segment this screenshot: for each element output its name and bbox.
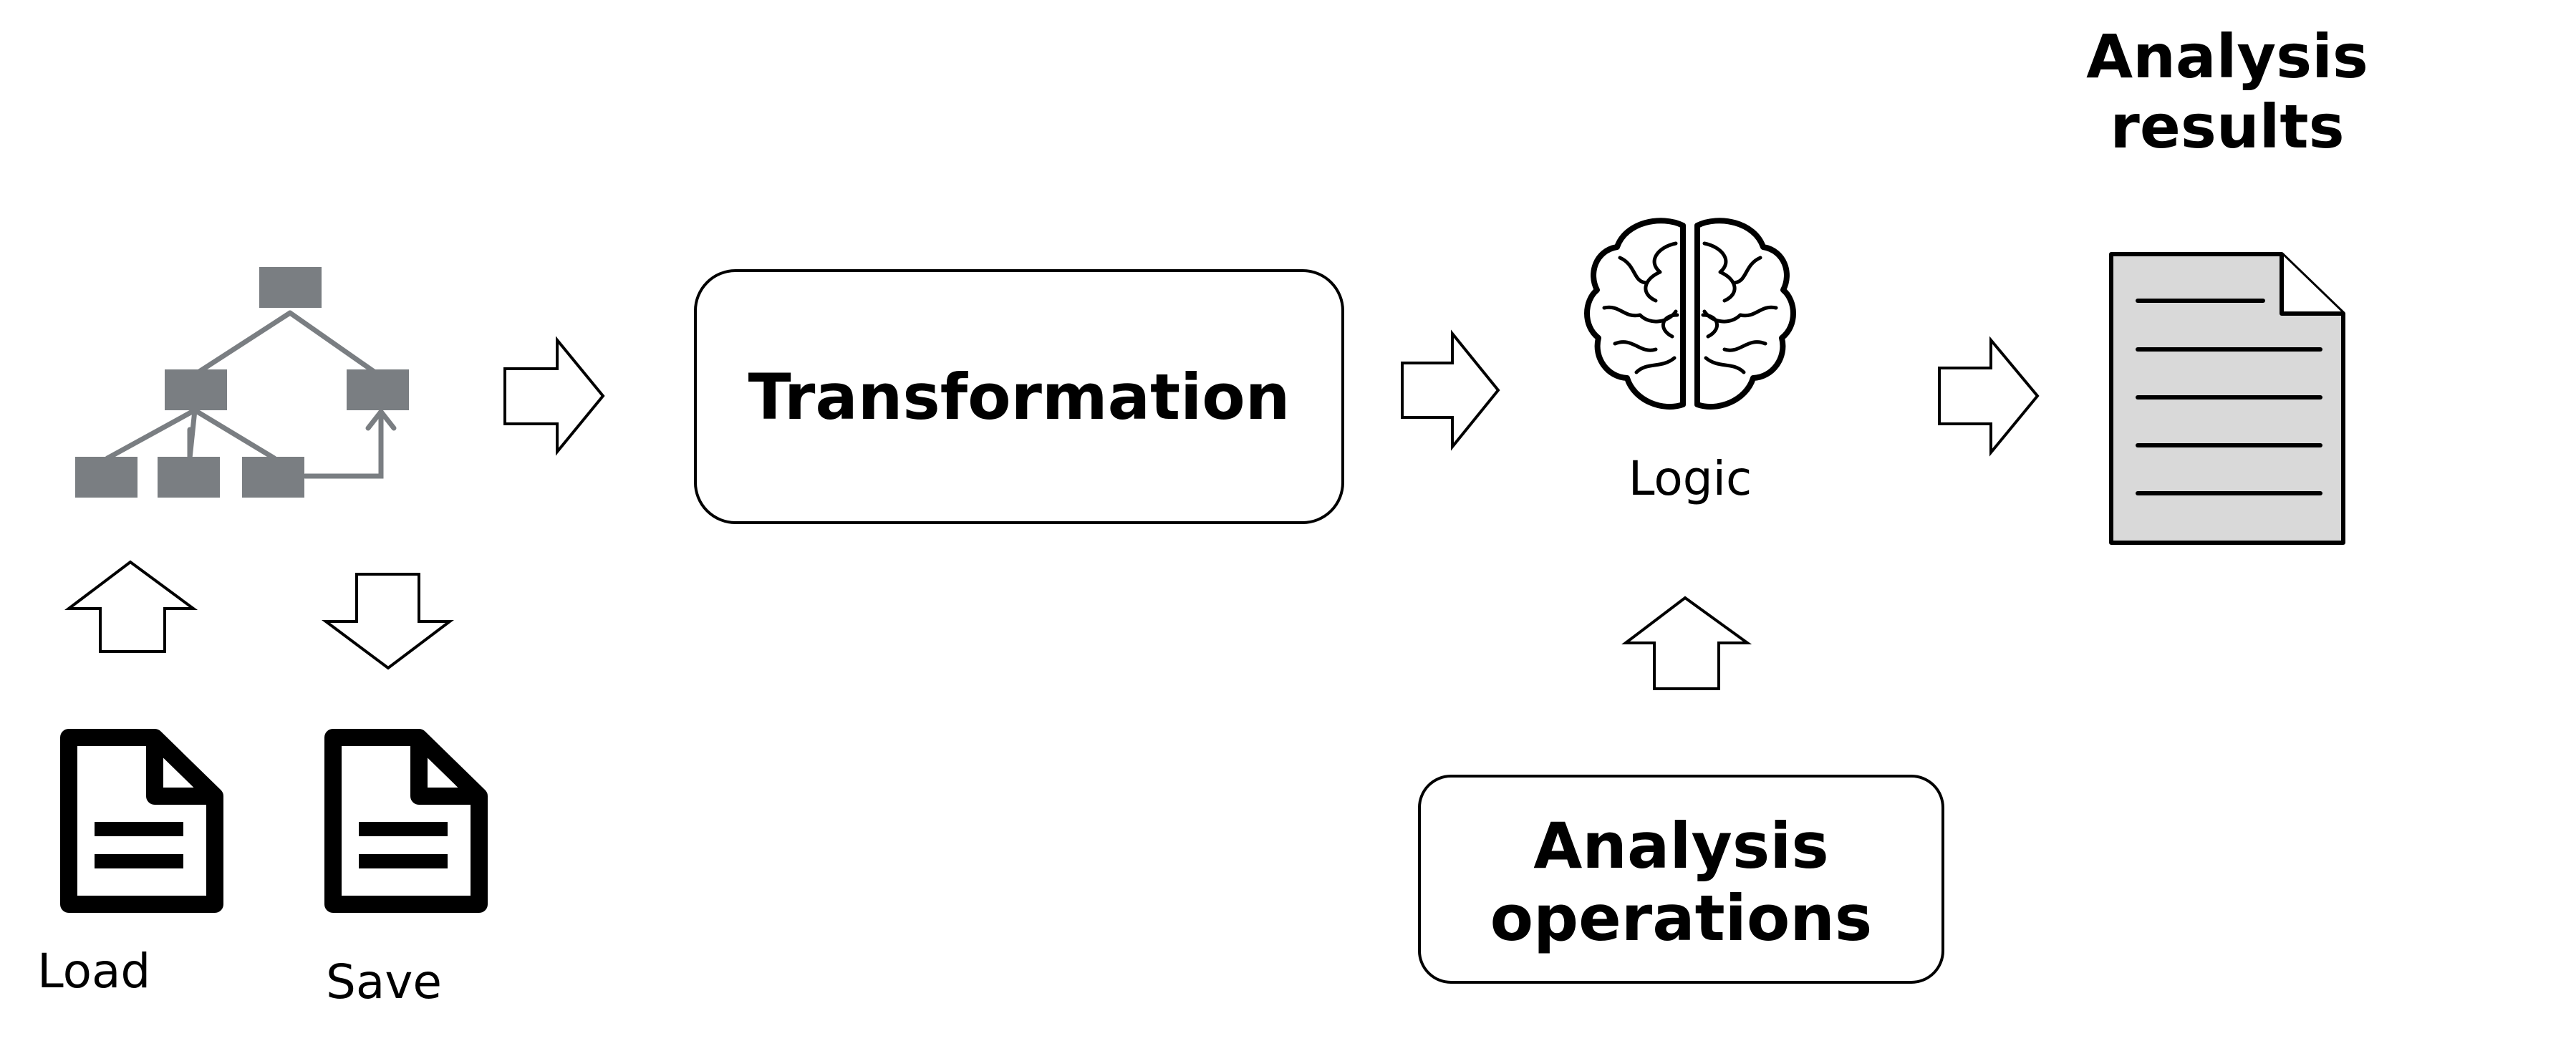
save-label: Save (326, 954, 443, 1009)
arrow-to-logic (1401, 329, 1500, 451)
arrow-to-results (1938, 336, 2040, 457)
tree-hierarchy-icon (75, 267, 409, 498)
load-label: Load (37, 944, 151, 999)
transformation-box (694, 269, 1344, 524)
analysis-operations-label-line1: Analysis (1533, 809, 1829, 883)
arrow-to-transformation (503, 336, 605, 456)
load-up-arrow (64, 560, 198, 653)
save-file-icon (324, 729, 488, 913)
analysis-operations-box (1418, 775, 1944, 984)
analysis-operations-label-line2: operations (1490, 881, 1873, 955)
save-down-arrow (321, 573, 454, 670)
logic-label: Logic (1628, 451, 1752, 506)
brain-icon (1584, 218, 1796, 410)
analysis-results-title-line1: Analysis (2086, 21, 2368, 92)
analysis-results-title-line2: results (2110, 92, 2345, 162)
load-file-icon (60, 729, 223, 913)
arrow-operations-to-logic (1621, 596, 1752, 690)
results-document-icon (2109, 252, 2345, 545)
transformation-label: Transformation (748, 360, 1291, 434)
